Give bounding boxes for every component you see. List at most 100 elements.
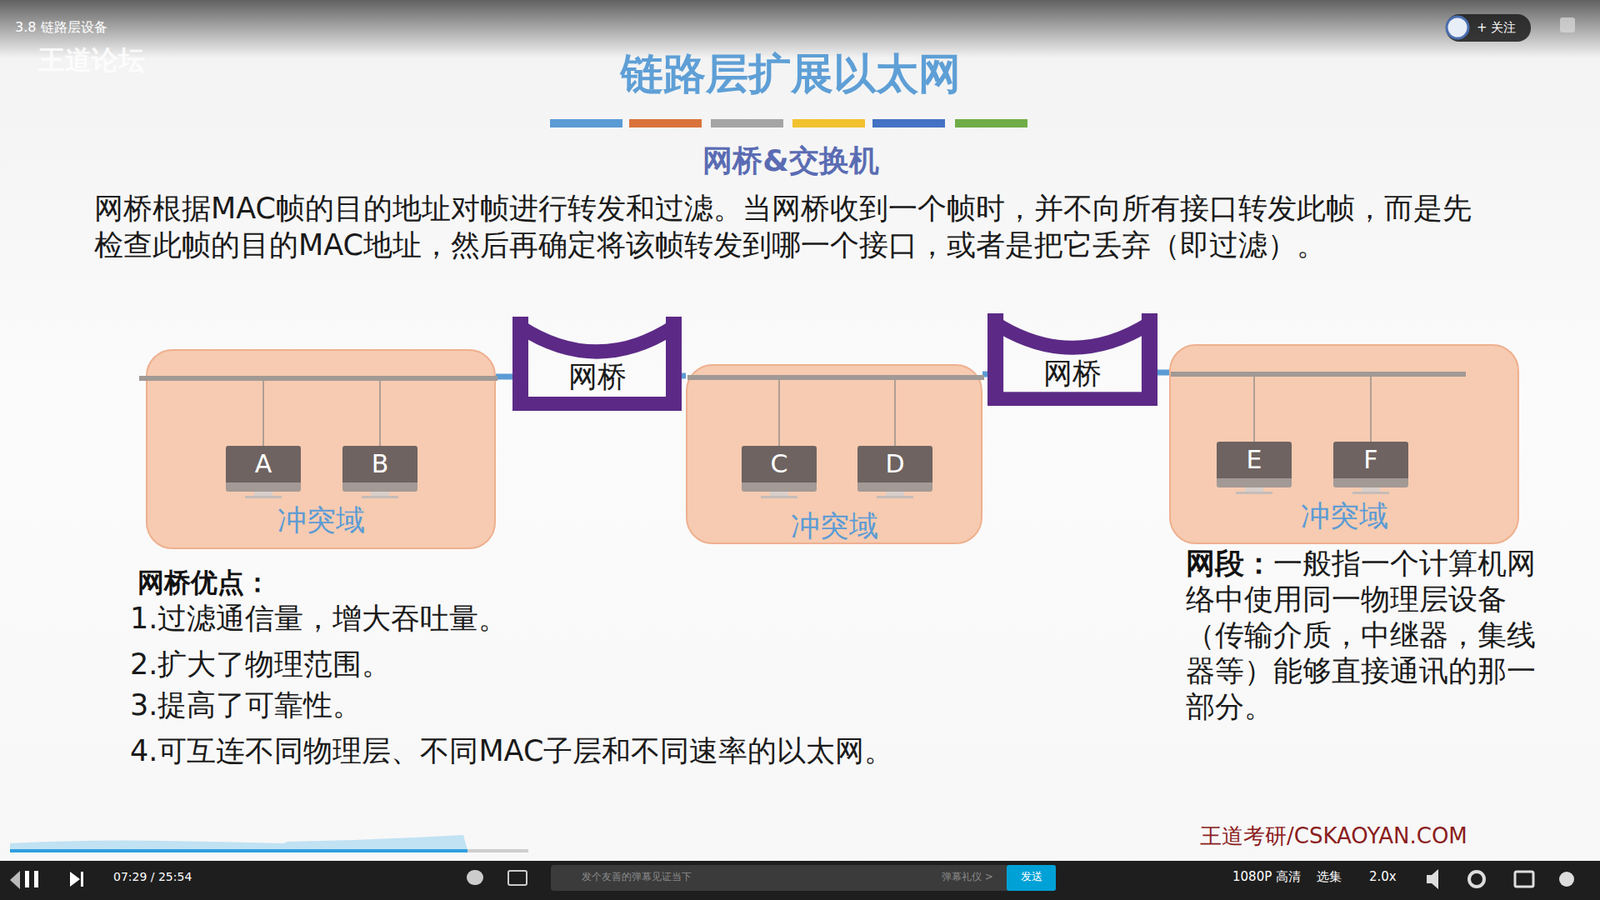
computer-host: C — [741, 445, 817, 492]
monitor-stand — [770, 491, 789, 496]
help-icon — [1560, 17, 1575, 33]
episode-select: 选集 — [1316, 869, 1342, 885]
color-bar — [955, 119, 1028, 128]
list-heading: 网桥优点： — [137, 566, 271, 599]
drop-cable — [778, 380, 780, 446]
bus-segment — [495, 374, 513, 380]
bus-connector — [681, 375, 686, 377]
host-label: C — [741, 445, 817, 483]
bridge-device: 网桥 — [512, 316, 682, 411]
term-block: 网段：一般指一个计算机网络中使用同一物理层设备（传输介质，中继器，集线器等）能够… — [1185, 545, 1553, 725]
list-item: 3.提高了可靠性。 — [130, 687, 362, 723]
drop-cable — [262, 380, 265, 446]
follow-pill — [1445, 14, 1531, 42]
collision-domain: 冲突域CD — [685, 364, 983, 545]
host-label: F — [1333, 441, 1409, 479]
control-bar — [0, 860, 1600, 900]
monitor-stand — [1245, 487, 1264, 492]
list-item: 2.扩大了物理范围。 — [130, 646, 391, 682]
computer-host: A — [225, 445, 301, 492]
follow-button-text: + 关注 — [1476, 20, 1516, 35]
bridge-label: 网桥 — [512, 360, 682, 394]
playback-speed: 2.0x — [1369, 869, 1397, 885]
settings-icon — [1469, 871, 1485, 887]
danmaku-toggle — [466, 870, 484, 885]
color-bar — [629, 119, 702, 128]
progress-played — [10, 849, 468, 853]
bus-line — [687, 375, 985, 380]
bridge-label: 网桥 — [987, 356, 1158, 390]
danmaku-settings — [508, 870, 527, 885]
host-label: B — [342, 445, 418, 483]
host-label: E — [1216, 441, 1292, 479]
collision-domain: 冲突域 E F — [1169, 344, 1520, 545]
bus-connector — [1157, 372, 1170, 374]
progress-buffer — [467, 849, 529, 853]
watermark: 王道论坛 — [38, 44, 145, 76]
channel-logo — [1446, 16, 1469, 39]
bridge-device: 网桥 — [987, 313, 1158, 406]
bridge-deck — [512, 396, 682, 411]
danmaku-input — [550, 865, 1056, 891]
volume-icon — [1426, 869, 1439, 890]
watermark: 王道考研/CSKAOYAN.COM — [1200, 823, 1468, 850]
collision-domain: 冲突域 A B — [145, 349, 496, 550]
definition-paragraph: 网桥根据MAC帧的目的地址对帧进行转发和过滤。当网桥收到一个帧时，并不向所有接口… — [94, 190, 1478, 264]
title-color-bars — [550, 119, 1028, 128]
slide-title: 链路层扩展以太网 — [0, 48, 1582, 100]
video-title: 3.8 链路层设备 — [15, 19, 108, 35]
monitor-base — [876, 495, 914, 499]
playback-time: 07:29 / 25:54 — [113, 870, 192, 885]
list-item: 1.过滤通信量，增大吞吐量。 — [130, 600, 508, 636]
prev-icon — [10, 870, 20, 890]
monitor-base — [760, 495, 798, 499]
color-bar — [792, 119, 865, 128]
danmaku-etiquette: 弹幕礼仪 > — [941, 870, 994, 883]
bus-line — [1170, 371, 1466, 377]
monitor-stand — [1361, 487, 1380, 492]
bus-connector — [495, 376, 513, 378]
color-bar — [550, 119, 623, 128]
extra-icon — [1559, 871, 1575, 887]
send-button — [1006, 865, 1056, 891]
computer-host: F — [1333, 441, 1409, 488]
next-icon — [70, 871, 80, 887]
host-label: A — [225, 445, 301, 483]
bridge-deck — [987, 391, 1158, 406]
next-icon — [80, 871, 84, 887]
domain-label: 冲突域 — [1170, 499, 1518, 533]
slide-subtitle: 网桥&交换机 — [0, 142, 1582, 179]
monitor-base — [1352, 491, 1390, 495]
list-item: 4.可互连不同物理层、不同MAC子层和不同速率的以太网。 — [130, 733, 894, 769]
monitor-base — [361, 495, 399, 499]
pause-icon — [25, 870, 30, 888]
bus-segment — [1157, 370, 1170, 376]
monitor-base — [245, 495, 282, 499]
player-controls — [10, 865, 1575, 891]
term-heading: 网段： — [1185, 546, 1274, 580]
drop-cable — [1253, 376, 1255, 442]
pause-icon — [34, 870, 39, 888]
monitor-stand — [370, 491, 390, 496]
bus-segment — [681, 373, 686, 380]
computer-host: B — [342, 445, 418, 492]
computer-host: E — [1216, 441, 1292, 488]
fullscreen-icon — [1515, 871, 1534, 887]
progress-wave — [10, 835, 468, 850]
monitor-base — [1235, 491, 1273, 495]
bridge-cable — [995, 323, 1150, 348]
host-label: D — [857, 445, 933, 483]
send-button-text: 发送 — [1006, 870, 1056, 884]
drop-cable — [1370, 376, 1372, 442]
drop-cable — [379, 380, 381, 446]
progress-bar — [10, 835, 529, 853]
follow-button — [1445, 14, 1531, 42]
bridge-cable — [520, 326, 675, 352]
bus-connector — [982, 374, 988, 375]
computer-host: D — [857, 445, 933, 492]
color-bar — [872, 119, 945, 128]
color-bar — [710, 119, 784, 128]
quality-setting: 1080P 高清 — [1232, 869, 1301, 885]
domain-label: 冲突域 — [147, 503, 495, 537]
